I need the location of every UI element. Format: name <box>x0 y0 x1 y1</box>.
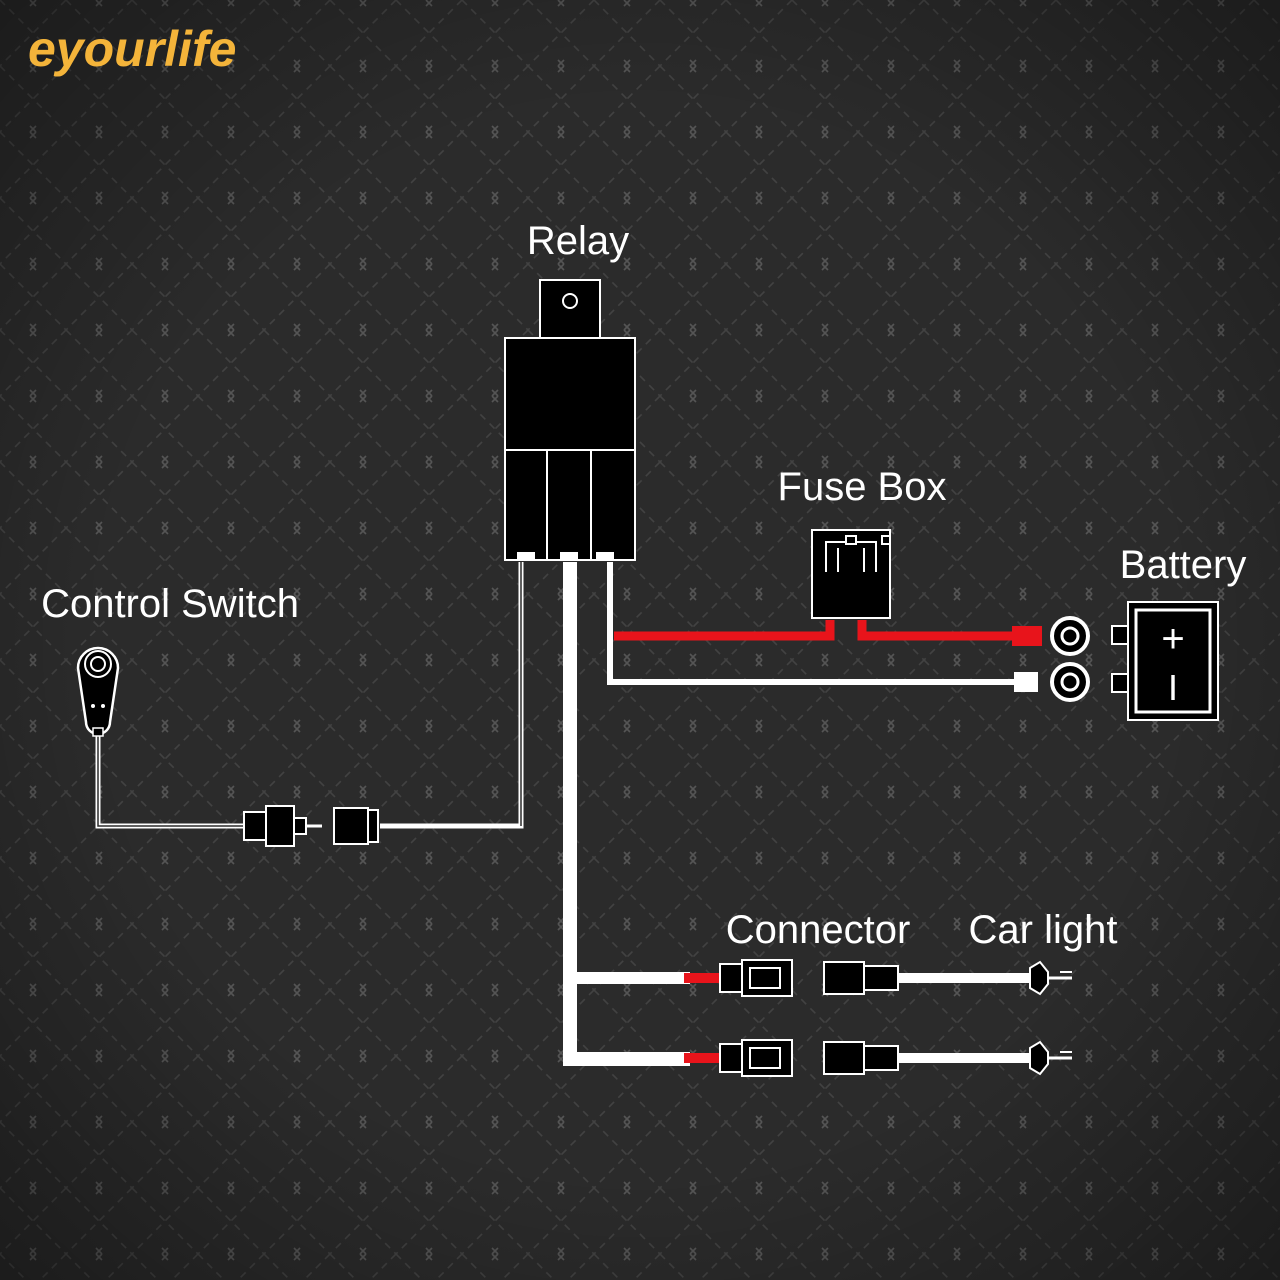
brand-logo: eyourlife <box>28 21 236 77</box>
main-trunk-wire <box>563 562 690 1066</box>
relay-icon <box>504 279 636 561</box>
battery-icon <box>1111 601 1219 721</box>
battery-negative-terminal: I <box>1168 667 1178 708</box>
output-branch-2 <box>684 1039 1072 1077</box>
battery-label: Battery <box>1120 543 1247 587</box>
switch-wire <box>95 562 524 829</box>
fuse-box-label: Fuse Box <box>778 465 947 509</box>
connector-label: Connector <box>726 908 911 952</box>
rocker-switch-icon <box>76 646 120 737</box>
ring-terminal-icon <box>1050 616 1090 702</box>
fuse-box-icon <box>811 529 891 619</box>
relay-label: Relay <box>527 219 629 263</box>
control-switch-label: Control Switch <box>41 582 299 626</box>
plug-connector-icon <box>243 805 379 847</box>
power-wire <box>607 562 1042 646</box>
output-branch-1 <box>684 959 1072 997</box>
car-light-label: Car light <box>969 908 1118 952</box>
battery-positive-terminal: + <box>1161 617 1184 661</box>
